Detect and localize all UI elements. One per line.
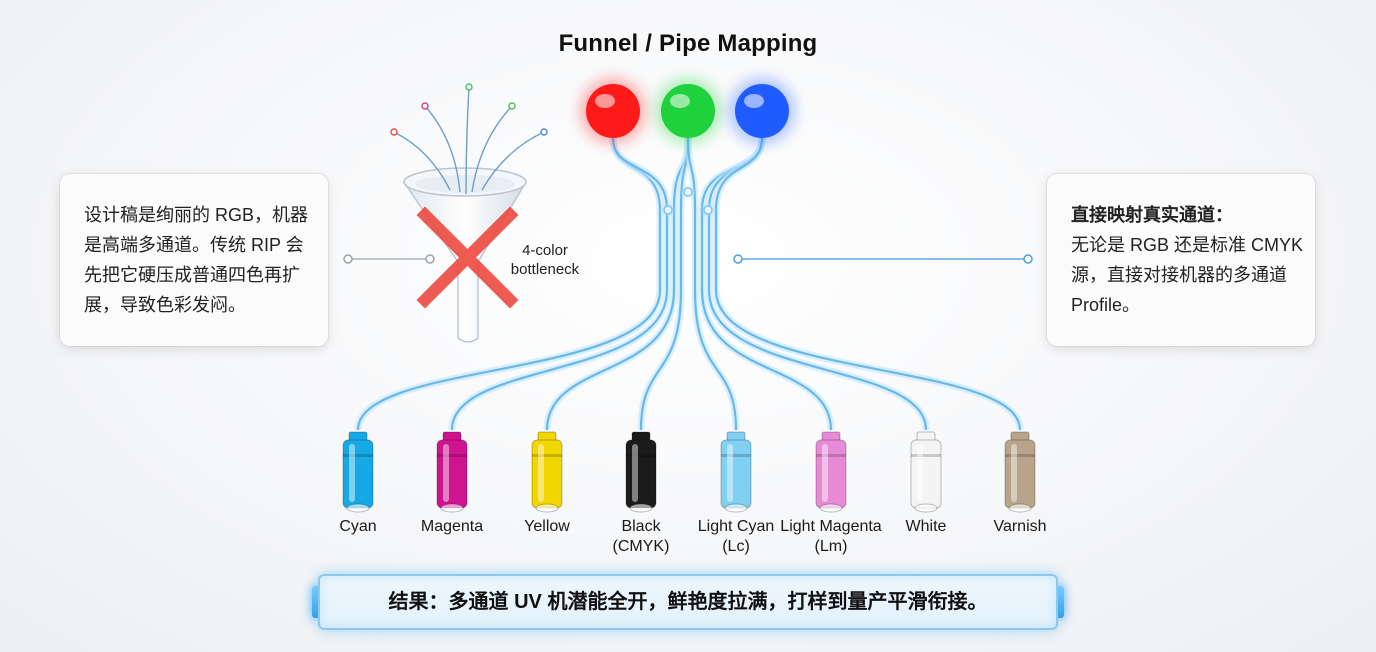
pipe-line [450,137,669,431]
varnish-nozzle-icon [1004,431,1036,513]
incoming-color-arrows [390,83,548,195]
traditional-rip-card: 设计稿是绚丽的 RGB，机器 是高端多通道。传统 RIP 会 先把它硬压成普通四… [60,174,328,346]
ink-label: Yellow [492,517,602,537]
ink-label-line: (Lm) [814,538,848,555]
ink-label-line: White [905,518,947,535]
magenta-nozzle-icon [436,431,468,513]
cyan-nozzle-icon [342,431,374,513]
pipe-glow [712,137,1024,431]
ink-label: Light Magenta (Lm) [776,517,886,557]
ink-label-line: Cyan [339,518,377,535]
ink-label: Black (CMYK) [586,517,696,557]
ink-label-line: (CMYK) [612,538,670,555]
pipe-junction [663,205,673,215]
ink-label: White [871,517,981,537]
ink-label: Light Cyan (Lc) [681,517,791,557]
ink-label-line: Black [621,518,661,535]
result-banner: 结果：多通道 UV 机潜能全开，鲜艳度拉满，打样到量产平滑衔接。 [318,574,1058,630]
pipe-line [639,137,690,431]
ink-label: Varnish [965,517,1075,537]
card-text-line: 先把它硬压成普通四色再扩 [84,265,300,285]
ink-label-line: Varnish [993,518,1047,535]
ink-label-line: Light Cyan [697,518,775,535]
blue-source-sphere-icon [729,78,795,144]
white-nozzle-icon [910,431,942,513]
card-text-line: 展，导致色彩发闷。 [84,295,246,315]
ink-label-line: Light Magenta [780,518,882,535]
card-text-line: 无论是 RGB 还是标准 CMYK [1071,235,1304,255]
result-bar-cap-right [1056,586,1064,618]
card-text-line: 是高端多通道。传统 RIP 会 [84,235,304,255]
card-heading: 直接映射真实通道： [1071,205,1233,225]
pipe-junction [683,187,693,197]
right-connector [733,254,1033,264]
red-source-sphere-icon [580,78,646,144]
result-bar-cap-left [312,586,320,618]
pipe-line [714,137,1022,431]
pipe-line [686,137,738,431]
pipe-glow [705,137,930,431]
green-source-sphere-icon [655,78,721,144]
ink-label: Cyan [303,517,413,537]
bottleneck-label: 4-color bottleneck [490,241,600,279]
ink-label-line: (Lc) [722,538,750,555]
ink-label-line: Magenta [420,518,484,535]
pipe-line [707,137,928,431]
page-title: Funnel / Pipe Mapping [558,30,818,57]
yellow-nozzle-icon [531,431,563,513]
ink-label: Magenta [397,517,507,537]
left-connector [343,254,435,264]
ink-label-line: Yellow [524,518,570,535]
card-text-line: 源，直接对接机器的多通道 [1071,265,1287,285]
direct-mapping-card: 直接映射真实通道： 无论是 RGB 还是标准 CMYK 源，直接对接机器的多通道… [1047,174,1315,346]
light-cyan-nozzle-icon [720,431,752,513]
black-nozzle-icon [625,431,657,513]
pipe-junction [703,205,713,215]
bottleneck-label-line: bottleneck [510,261,580,278]
bottleneck-label-line: 4-color [522,242,568,259]
light-magenta-nozzle-icon [815,431,847,513]
blocked-x-icon [416,206,519,309]
card-text-line: Profile。 [1071,295,1141,315]
card-text-line: 设计稿是绚丽的 RGB，机器 [84,205,309,225]
